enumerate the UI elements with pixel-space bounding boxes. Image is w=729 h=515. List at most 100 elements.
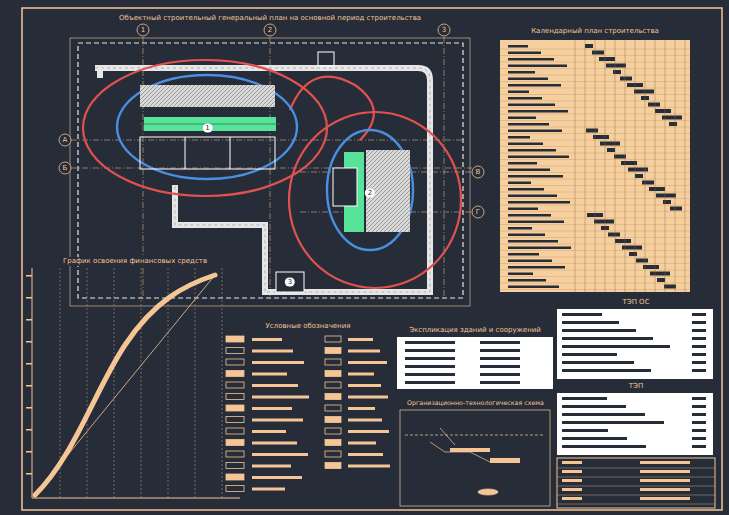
drawing-line — [664, 285, 676, 289]
drawing-line — [692, 353, 706, 356]
drawing-line — [508, 143, 543, 146]
drawing-line — [226, 336, 244, 342]
drawing-line — [557, 393, 713, 455]
drawing-line — [593, 135, 609, 139]
drawing-line — [508, 182, 531, 185]
drawing-line — [508, 104, 555, 107]
drawing-line — [325, 394, 341, 400]
drawing-line — [26, 407, 32, 409]
axis-label: 2 — [268, 26, 272, 35]
drawing-line — [26, 385, 32, 387]
drawing-line — [226, 474, 244, 480]
drawing-line — [508, 253, 539, 256]
drawing-line — [226, 417, 244, 423]
drawing-line — [168, 268, 169, 498]
drawing-line — [600, 142, 620, 146]
drawing-line — [562, 479, 582, 482]
drawing-line — [400, 410, 550, 506]
drawing-line — [562, 369, 651, 372]
drawing-line — [665, 40, 666, 292]
drawing-line — [438, 24, 450, 36]
axis-label: Г — [476, 208, 480, 217]
building: 3 — [276, 272, 304, 292]
drawing-line — [562, 488, 582, 491]
drawing-line — [252, 384, 298, 387]
drawing-line — [348, 338, 373, 341]
drawing-line — [670, 207, 682, 211]
drawing-line — [614, 155, 626, 159]
drawing-line — [252, 419, 303, 422]
drawing-line — [472, 206, 484, 218]
panel-heading: Объектный строительный генеральный план … — [117, 14, 423, 23]
drawing-line — [508, 130, 562, 133]
drawing-line — [348, 430, 389, 433]
drawing-line — [252, 350, 293, 353]
drawing-line — [508, 240, 558, 243]
drawing-line — [508, 136, 530, 139]
panel-heading: Календарный план строительства — [529, 27, 661, 36]
drawing-line — [508, 65, 567, 68]
drawing-line — [32, 498, 240, 499]
drawing-line — [87, 268, 88, 498]
drawing-line — [450, 448, 490, 452]
axis-label: А — [63, 136, 68, 145]
drawing-line — [327, 130, 413, 250]
drawing-line — [508, 52, 541, 55]
drawing-line — [252, 476, 302, 479]
drawing-line — [348, 407, 375, 410]
drawing-line — [663, 200, 671, 204]
drawing-line — [405, 373, 455, 376]
drawing-line — [634, 90, 654, 94]
drawing-line — [117, 75, 297, 179]
drawing-line — [508, 208, 538, 211]
drawing-line — [405, 357, 455, 360]
drawing-line — [655, 109, 671, 113]
drawing-line — [348, 350, 380, 353]
drawing-line — [325, 359, 341, 365]
drawing-line — [405, 341, 520, 384]
drawing-line — [348, 453, 383, 456]
drawing-line — [32, 268, 33, 498]
schedule-table: Календарный план строительства — [500, 27, 690, 293]
building-number: 2 — [365, 188, 375, 197]
drawing-line — [222, 268, 223, 498]
drawing-line — [83, 60, 461, 288]
drawing-line — [325, 382, 341, 388]
drawing-line — [252, 442, 297, 445]
drawing-line — [562, 405, 626, 408]
panel-heading: График освоения финансовых средств — [61, 257, 209, 266]
drawing-line — [405, 435, 545, 436]
drawing-line — [252, 338, 282, 341]
drawing-line — [508, 58, 554, 61]
drawing-line — [615, 239, 631, 243]
drawing-line — [226, 486, 244, 492]
drawing-line — [557, 477, 715, 478]
drawing-line — [26, 297, 32, 299]
drawing-line — [562, 397, 607, 400]
panel-heading: Организационно-технологическая схема — [405, 398, 546, 407]
drawing-line — [508, 221, 564, 224]
drawing-line — [599, 57, 615, 61]
drawing-line — [397, 337, 553, 389]
drawing-line — [562, 313, 602, 316]
drawing-line — [480, 357, 520, 360]
drawing-line — [692, 429, 706, 432]
drawing-line — [508, 279, 546, 282]
drawing-line — [140, 85, 275, 107]
drawing-line — [264, 24, 276, 36]
drawing-line — [71, 168, 472, 169]
drawing-line — [562, 470, 582, 473]
tep-table: ТЭП — [555, 382, 717, 456]
drawing-line — [640, 497, 690, 500]
drawing-line — [508, 156, 569, 159]
drawing-line — [252, 373, 287, 376]
drawing-line — [71, 140, 462, 141]
drawing-line — [22, 8, 722, 510]
legend-panel: Условные обозначения — [218, 322, 398, 508]
drawing-line — [430, 442, 520, 462]
drawing-line — [586, 129, 598, 133]
building: 1 — [140, 85, 275, 170]
drawing-line — [594, 220, 614, 224]
drawing-line — [59, 134, 71, 146]
drawing-line — [508, 97, 542, 100]
